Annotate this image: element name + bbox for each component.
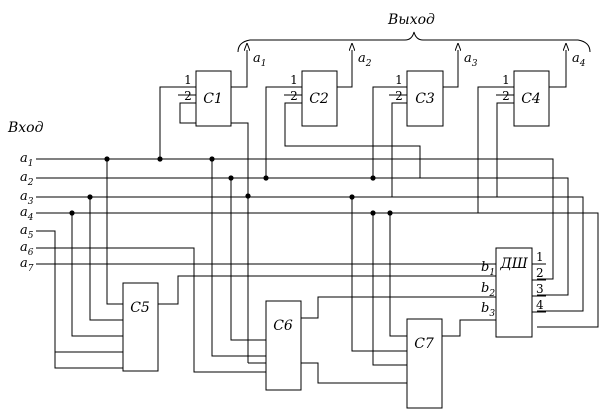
output-arrows	[247, 50, 566, 70]
pin-label: 2	[502, 89, 510, 103]
wire-c2-in2	[284, 102, 421, 178]
wire-c4-in2	[496, 102, 514, 197]
junction-dot	[349, 194, 355, 200]
wires	[36, 56, 599, 384]
wire-c6-out	[301, 296, 496, 319]
block-label-c1: C1	[203, 91, 223, 107]
junction-dots	[69, 156, 393, 216]
block-c4	[513, 70, 550, 127]
output-label-a2: a2	[358, 51, 372, 69]
input-title: Вход	[7, 120, 44, 136]
output-title: Выход	[387, 12, 435, 28]
output-label-a1: a1	[253, 51, 267, 69]
wire-c1-in1	[159, 86, 196, 159]
decoder-output-label: 3	[536, 282, 544, 296]
junction-dot	[104, 156, 110, 162]
wire-a1	[36, 158, 554, 280]
wire-c2-in1	[265, 86, 302, 178]
junction-dot	[370, 175, 376, 181]
wire-c3-out	[443, 56, 459, 88]
wire-c5-in-a4	[71, 213, 123, 337]
block-c7	[406, 318, 443, 409]
pin-label: 1	[184, 73, 192, 87]
wire-c5-out	[158, 275, 496, 305]
input-label-a5: a5	[20, 223, 34, 241]
block-c3	[406, 70, 444, 127]
junction-dot	[387, 210, 393, 216]
input-label-a1: a1	[20, 151, 34, 169]
decoder-input-label: b3	[481, 301, 495, 319]
block-c6	[265, 300, 302, 391]
block-c2	[301, 70, 338, 127]
block-decoder	[495, 247, 533, 338]
wire-c2-out	[337, 56, 353, 88]
junction-dot	[87, 194, 93, 200]
input-label-a2: a2	[20, 170, 34, 188]
junction-dot	[209, 156, 215, 162]
wire-a3	[36, 196, 584, 312]
pin-label: 2	[290, 89, 298, 103]
output-label-a4: a4	[572, 51, 586, 69]
decoder-input-label: b1	[481, 260, 495, 278]
pin-label: 2	[184, 89, 192, 103]
junction-dot	[69, 210, 75, 216]
input-label-a6: a6	[20, 240, 34, 258]
wire-a6	[36, 247, 266, 373]
wire-c5-in-a1	[106, 159, 123, 305]
block-label-c2: C2	[309, 91, 329, 107]
input-label-a3: a3	[20, 189, 34, 207]
wire-c7-in-a4	[372, 213, 407, 366]
decoder-input-label: b2	[481, 281, 495, 299]
wire-c6-in-a2	[230, 178, 266, 341]
wire-c1-in2	[179, 102, 249, 363]
wire-c7-in-a3	[351, 197, 407, 352]
pin-label: 2	[395, 89, 403, 103]
pin-labels: 1 2 1 2 1 2 1 2	[184, 73, 510, 103]
input-label-a4: a4	[20, 205, 34, 223]
blocks	[122, 70, 550, 409]
junction-dot	[370, 210, 376, 216]
wire-c3-in1	[372, 86, 407, 178]
decoder-output-label: 1	[536, 250, 544, 264]
decoder-output-label: 2	[536, 266, 544, 280]
wire-a4	[36, 212, 599, 328]
block-label-c3: C3	[415, 91, 435, 107]
wire-c1-out	[231, 56, 248, 88]
input-label-a7: a7	[20, 256, 34, 274]
block-label-c4: C4	[521, 91, 541, 107]
junction-dot	[263, 175, 269, 181]
junction-dot	[157, 156, 163, 162]
wire-c3-in2	[391, 102, 407, 197]
decoder-label: ДШ	[499, 256, 528, 272]
block-label-c5: C5	[130, 300, 150, 316]
pin-label: 1	[395, 73, 403, 87]
output-brace	[237, 31, 591, 53]
pin-label: 1	[290, 73, 298, 87]
block-c1	[195, 70, 232, 127]
block-label-c7: C7	[414, 336, 434, 352]
wire-c5-in-a3	[89, 197, 123, 321]
wire-c6-in-a1	[211, 159, 266, 357]
wire-c7-in-a4b	[389, 213, 407, 337]
junction-dot	[228, 175, 234, 181]
wire-c4-out	[549, 56, 567, 88]
junction-dot	[245, 193, 251, 199]
output-labels: a1 a2 a3 a4	[253, 51, 586, 69]
pin-label: 1	[502, 73, 510, 87]
wire-c7-out	[442, 319, 496, 337]
wire-a2	[36, 177, 569, 296]
decoder-output-label: 4	[536, 298, 544, 312]
block-label-c6: C6	[273, 318, 293, 334]
block-c5	[122, 282, 159, 372]
wire-a5	[36, 230, 123, 369]
wire-c4-in1	[477, 86, 514, 213]
output-label-a3: a3	[464, 51, 478, 69]
pin-ticks	[178, 94, 546, 313]
